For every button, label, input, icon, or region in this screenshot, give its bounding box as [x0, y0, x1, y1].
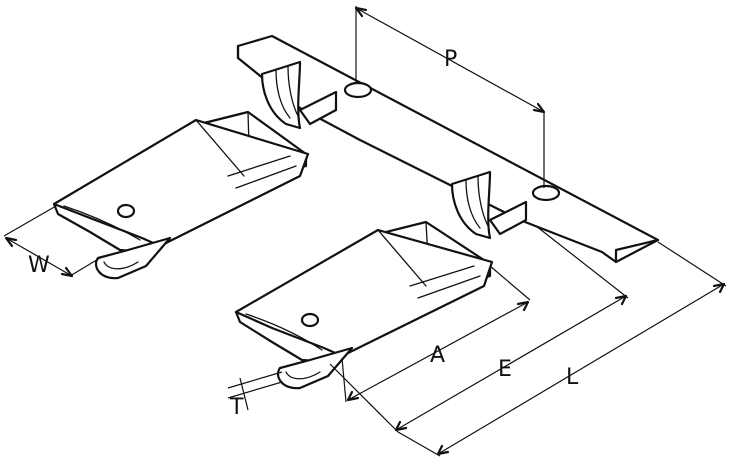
- lance-hole-1: [116, 203, 136, 219]
- terminal-2: [234, 170, 528, 390]
- pilot-hole-1: [343, 81, 373, 99]
- pilot-hole-2: [531, 184, 561, 202]
- label-l: L: [566, 365, 579, 390]
- dimension-e: E: [329, 225, 629, 433]
- label-w: W: [28, 253, 50, 278]
- dimension-a: A: [341, 265, 531, 403]
- dimension-l: L: [397, 241, 727, 457]
- lance-hole-2: [300, 312, 320, 328]
- label-t: T: [229, 395, 244, 420]
- dimension-p: P: [354, 6, 546, 188]
- dimension-w: W: [3, 205, 101, 278]
- label-p: P: [444, 47, 457, 72]
- terminal-1: [52, 60, 338, 280]
- dimension-t: T: [227, 371, 283, 420]
- label-a: A: [430, 343, 445, 368]
- label-e: E: [498, 357, 512, 382]
